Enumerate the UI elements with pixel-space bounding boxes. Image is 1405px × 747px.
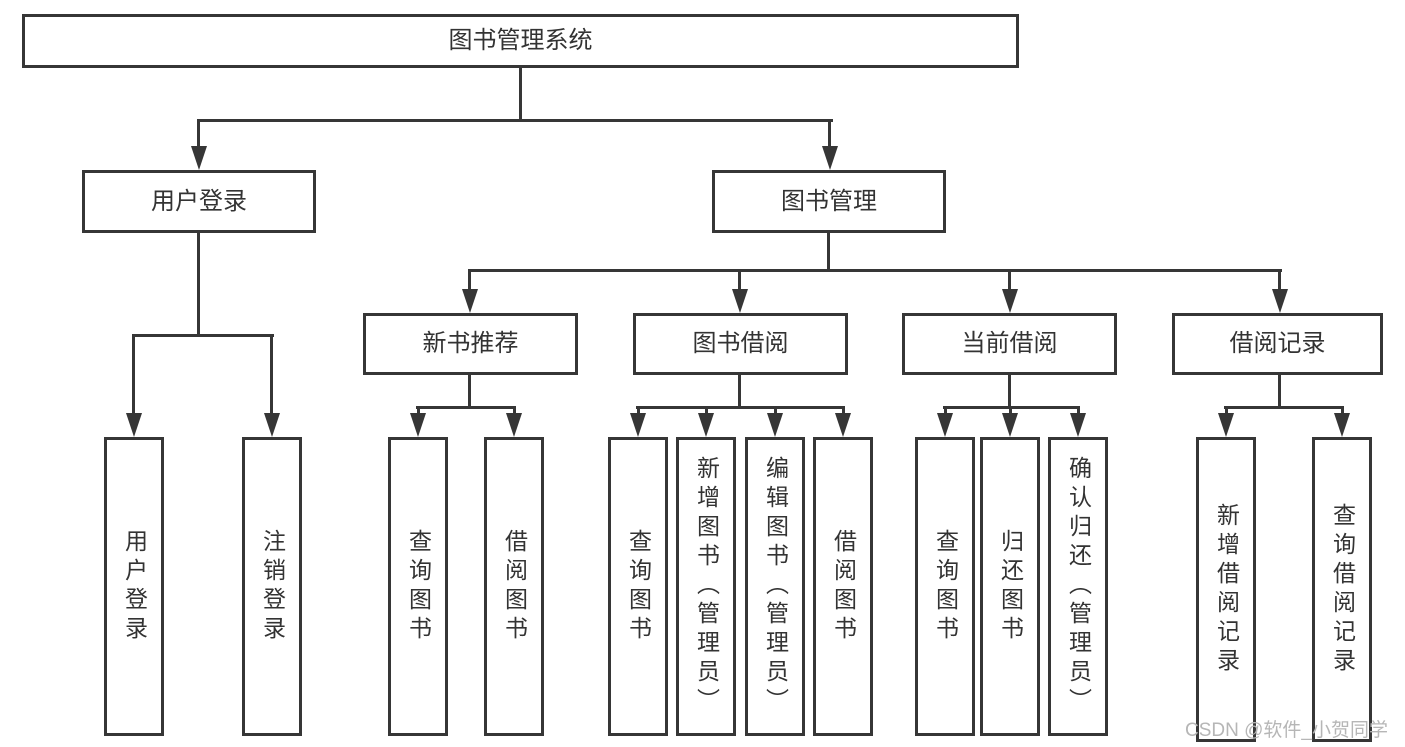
- connector-line: [513, 406, 516, 417]
- arrow-down-icon: [630, 413, 646, 437]
- node-label: 归还图书: [997, 528, 1024, 645]
- connector-line: [738, 375, 741, 408]
- node-query-book-current: 查询图书: [915, 437, 975, 736]
- node-label: 借阅记录: [1229, 330, 1326, 357]
- connector-line: [519, 68, 522, 121]
- node-label: 查询图书: [405, 528, 432, 645]
- connector-line: [132, 334, 135, 417]
- connector-line: [637, 406, 640, 417]
- node-book-borrow: 图书借阅: [633, 313, 848, 375]
- node-user-login: 用户登录: [82, 170, 316, 233]
- arrow-down-icon: [767, 413, 783, 437]
- node-label: 借阅图书: [830, 528, 857, 645]
- connector-line: [944, 406, 947, 417]
- connector-line: [270, 334, 273, 417]
- node-add-book-admin: 新增图书（管理员）: [676, 437, 736, 736]
- connector-line: [132, 334, 274, 337]
- node-label: 编辑图书（管理员）: [762, 456, 789, 717]
- connector-line: [1341, 406, 1344, 417]
- connector-line: [197, 233, 200, 336]
- connector-line: [1008, 375, 1011, 408]
- node-query-book-borrow: 查询图书: [608, 437, 668, 736]
- node-label: 注销登录: [259, 528, 286, 645]
- connector-line: [1225, 406, 1228, 417]
- node-book-management: 图书管理: [712, 170, 946, 233]
- arrow-down-icon: [506, 413, 522, 437]
- arrow-down-icon: [1002, 413, 1018, 437]
- connector-line: [197, 119, 833, 122]
- connector-line: [468, 269, 471, 293]
- connector-line: [828, 119, 831, 150]
- arrow-down-icon: [698, 413, 714, 437]
- node-add-borrow-record: 新增借阅记录: [1196, 437, 1256, 742]
- node-query-book-recommend: 查询图书: [388, 437, 448, 736]
- connector-line: [417, 406, 420, 417]
- arrow-down-icon: [835, 413, 851, 437]
- connector-line: [468, 269, 1282, 272]
- arrow-down-icon: [1272, 289, 1288, 313]
- connector-line: [1224, 406, 1344, 409]
- node-query-borrow-record: 查询借阅记录: [1312, 437, 1372, 742]
- node-label: 查询图书: [625, 528, 652, 645]
- connector-line: [416, 406, 516, 409]
- arrow-down-icon: [462, 289, 478, 313]
- node-root: 图书管理系统: [22, 14, 1019, 68]
- node-root-label: 图书管理系统: [448, 27, 593, 54]
- arrow-down-icon: [1218, 413, 1234, 437]
- connector-line: [1278, 375, 1281, 408]
- arrow-down-icon: [410, 413, 426, 437]
- connector-line: [468, 375, 471, 408]
- node-login: 用户登录: [104, 437, 164, 736]
- connector-line: [636, 406, 845, 409]
- arrow-down-icon: [264, 413, 280, 437]
- node-confirm-return-admin: 确认归还（管理员）: [1048, 437, 1108, 736]
- connector-line: [738, 269, 741, 293]
- connector-line: [1077, 406, 1080, 417]
- connector-line: [827, 233, 830, 271]
- node-label: 借阅图书: [501, 528, 528, 645]
- node-label: 新增图书（管理员）: [693, 456, 720, 717]
- connector-line: [1008, 269, 1011, 293]
- arrow-down-icon: [1070, 413, 1086, 437]
- node-label: 确认归还（管理员）: [1065, 456, 1092, 717]
- node-label: 图书借阅: [692, 330, 789, 357]
- node-label: 新增借阅记录: [1213, 502, 1240, 677]
- arrow-down-icon: [822, 146, 838, 170]
- arrow-down-icon: [191, 146, 207, 170]
- arrow-down-icon: [1334, 413, 1350, 437]
- node-label: 图书管理: [781, 187, 877, 215]
- node-label: 当前借阅: [961, 330, 1058, 357]
- node-borrow-book-recommend: 借阅图书: [484, 437, 544, 736]
- node-new-book-recommend: 新书推荐: [363, 313, 578, 375]
- node-label: 用户登录: [151, 187, 247, 215]
- node-label: 查询图书: [932, 528, 959, 645]
- arrow-down-icon: [1002, 289, 1018, 313]
- connector-line: [1278, 269, 1281, 293]
- arrow-down-icon: [126, 413, 142, 437]
- node-label: 用户登录: [121, 528, 148, 645]
- node-edit-book-admin: 编辑图书（管理员）: [745, 437, 805, 736]
- node-borrow-records: 借阅记录: [1172, 313, 1383, 375]
- node-return-book: 归还图书: [980, 437, 1040, 736]
- connector-line: [705, 406, 708, 417]
- connector-line: [1009, 406, 1012, 417]
- node-label: 查询借阅记录: [1329, 502, 1356, 677]
- arrow-down-icon: [937, 413, 953, 437]
- node-borrow-book: 借阅图书: [813, 437, 873, 736]
- node-label: 新书推荐: [422, 330, 519, 357]
- node-logout: 注销登录: [242, 437, 302, 736]
- connector-line: [197, 119, 200, 150]
- connector-line: [842, 406, 845, 417]
- arrow-down-icon: [732, 289, 748, 313]
- csdn-watermark: CSDN @软件_小贺同学: [1185, 720, 1388, 741]
- node-current-borrow: 当前借阅: [902, 313, 1117, 375]
- connector-line: [774, 406, 777, 417]
